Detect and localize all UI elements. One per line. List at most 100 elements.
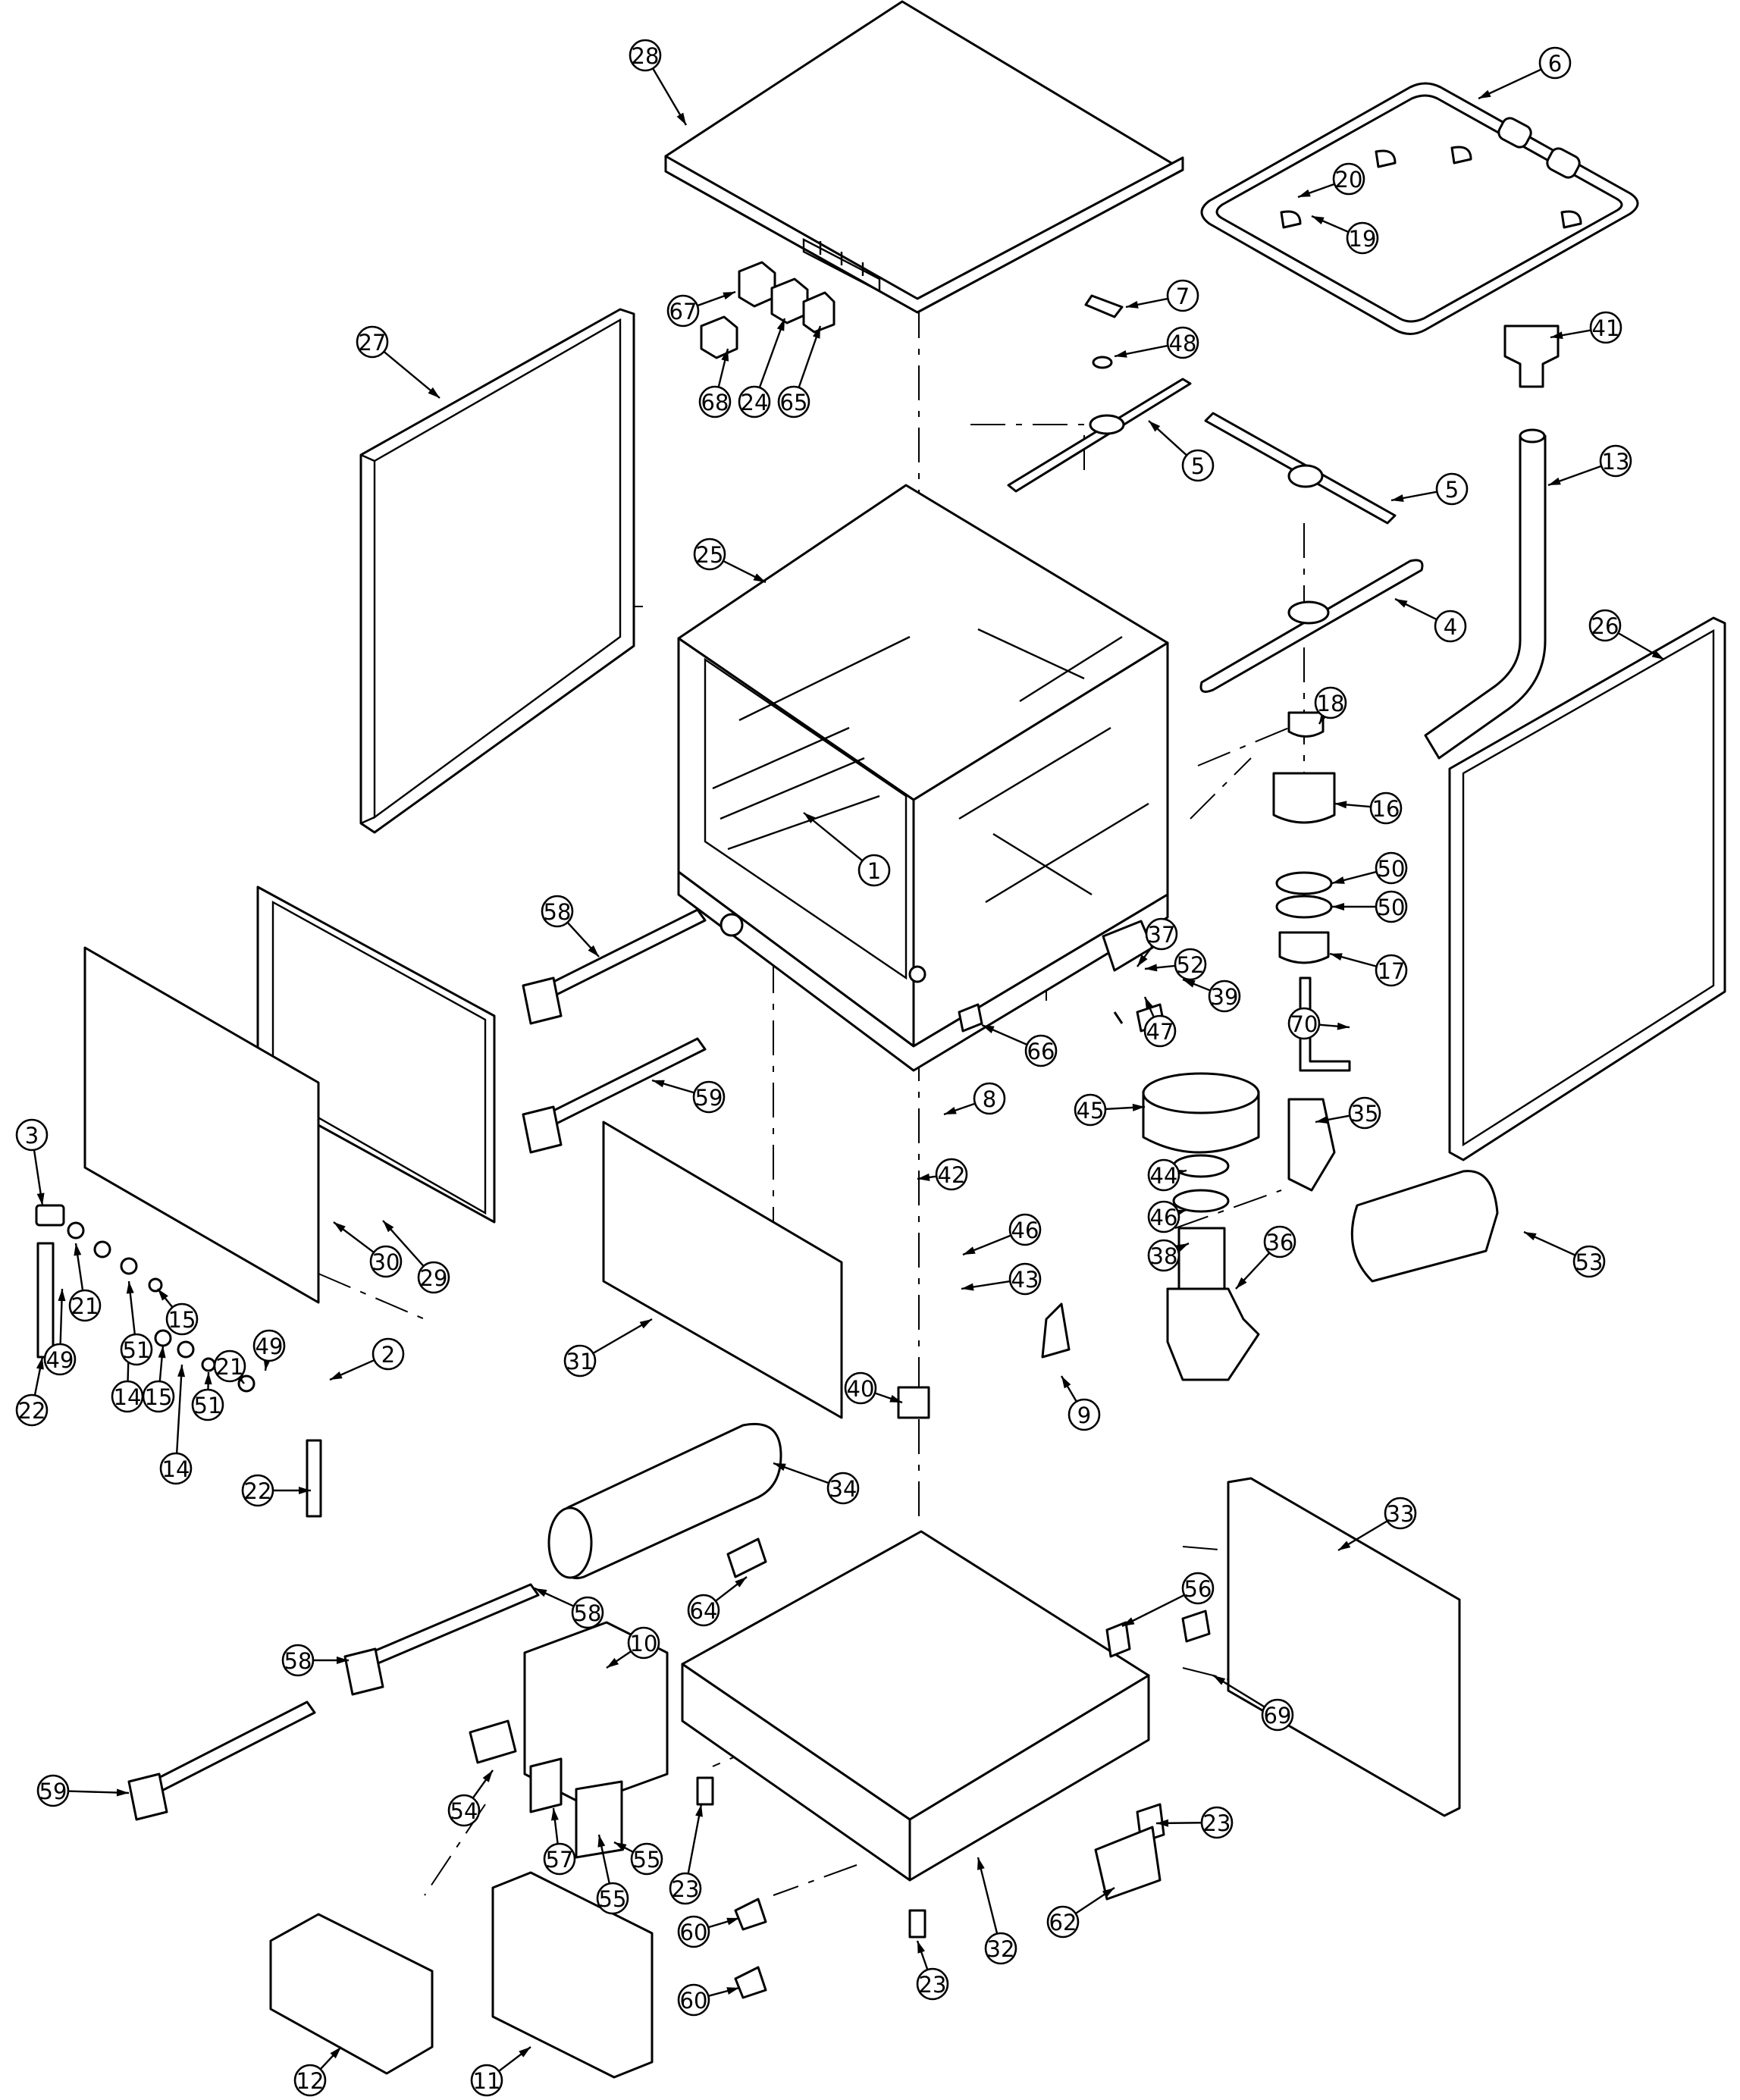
leader-arrowhead xyxy=(1183,979,1196,988)
callout-circle xyxy=(165,1302,199,1336)
part-callout: 46 xyxy=(1147,1200,1180,1233)
part-number-label: 3 xyxy=(25,1123,39,1149)
leader-arrowhead xyxy=(36,1357,44,1370)
part-number-label: 27 xyxy=(359,330,387,356)
part-number-label: 60 xyxy=(680,1920,708,1945)
part-number-label: 23 xyxy=(919,1972,947,1998)
leader-arrowhead xyxy=(812,326,820,339)
part-number-label: 14 xyxy=(162,1456,190,1482)
leader-arrowhead xyxy=(383,1221,394,1233)
part-number-label: 4 xyxy=(1444,614,1457,640)
leader-arrowhead xyxy=(1149,421,1161,432)
callout-circle xyxy=(470,2064,503,2097)
callout-circle xyxy=(543,1842,576,1876)
part-callout: 15 xyxy=(165,1302,199,1336)
callout-circle xyxy=(692,1080,726,1114)
callout-circle xyxy=(213,1349,246,1383)
leader-arrowhead xyxy=(982,1025,995,1033)
leader-arrowhead xyxy=(963,1246,976,1255)
part-callout: 68 xyxy=(698,385,732,418)
part-callout: 58 xyxy=(541,895,574,928)
part-number-label: 53 xyxy=(1575,1249,1604,1275)
part-number-label: 32 xyxy=(987,1936,1015,1962)
heating-elements xyxy=(127,908,707,1821)
leader-arrowhead xyxy=(126,1281,134,1294)
callout-circle xyxy=(1261,1698,1294,1732)
callout-circle xyxy=(571,1596,604,1629)
callout-circle xyxy=(1375,890,1408,923)
callout-circle xyxy=(281,1644,315,1677)
callout-circle xyxy=(241,1474,274,1507)
part-number-label: 49 xyxy=(46,1347,74,1373)
leader-arrowhead xyxy=(204,1372,212,1385)
wash-motor xyxy=(1102,920,1499,1381)
part-number-label: 59 xyxy=(39,1779,67,1804)
part-callout: 38 xyxy=(1147,1239,1180,1272)
callout-circle xyxy=(687,1594,720,1627)
leader-arrowhead xyxy=(1145,997,1154,1010)
leader-arrowhead xyxy=(1145,964,1158,972)
main-cabinet xyxy=(677,484,1169,1072)
leader-arrowhead xyxy=(889,1395,902,1403)
callout-circle xyxy=(372,1337,405,1371)
leader-arrowhead xyxy=(158,1346,166,1359)
leader-arrowhead xyxy=(639,1319,652,1329)
leader-line xyxy=(175,1364,183,1454)
part-number-label: 18 xyxy=(1317,691,1345,716)
part-number-label: 7 xyxy=(1176,284,1190,309)
part-callout: 39 xyxy=(1208,979,1241,1013)
callout-leaders xyxy=(33,67,1665,2072)
leader-arrowhead xyxy=(721,349,729,362)
callout-circle xyxy=(1068,1398,1101,1431)
callout-circle xyxy=(68,1289,102,1322)
part-number-label: 50 xyxy=(1378,856,1406,882)
callout-circle xyxy=(1348,1096,1381,1130)
part-number-label: 38 xyxy=(1150,1243,1178,1269)
callout-circle xyxy=(191,1388,224,1421)
part-number-label: 30 xyxy=(372,1249,400,1275)
part-number-label: 52 xyxy=(1177,952,1205,978)
part-callout: 49 xyxy=(43,1343,77,1376)
part-callout: 23 xyxy=(916,1967,949,2001)
part-callout: 57 xyxy=(543,1842,576,1876)
leader-line xyxy=(758,318,786,388)
callout-circle xyxy=(1346,221,1379,255)
leader-arrowhead xyxy=(428,387,440,398)
part-number-label: 14 xyxy=(114,1384,142,1410)
callout-circle xyxy=(669,1872,702,1905)
callout-circle xyxy=(666,294,700,328)
part-callout: 54 xyxy=(447,1794,481,1827)
part-number-label: 57 xyxy=(546,1847,574,1873)
part-callout: 32 xyxy=(984,1932,1017,1965)
leader-arrowhead xyxy=(1332,903,1344,911)
part-number-label: 35 xyxy=(1351,1101,1379,1127)
part-number-label: 54 xyxy=(450,1798,478,1824)
leader-arrowhead xyxy=(1312,216,1325,224)
callout-circle xyxy=(1375,851,1408,885)
part-number-label: 68 xyxy=(701,390,729,415)
part-callout: 36 xyxy=(1263,1225,1296,1258)
callout-circle xyxy=(369,1245,403,1278)
leader-line xyxy=(803,812,864,862)
leader-arrowhead xyxy=(1126,300,1139,309)
part-number-label: 58 xyxy=(544,899,572,925)
part-number-label: 21 xyxy=(216,1354,244,1380)
callout-circle xyxy=(356,325,389,359)
leader-arrowhead xyxy=(1334,801,1347,809)
part-number-label: 65 xyxy=(780,390,808,415)
callout-circle xyxy=(15,1393,49,1427)
callout-circle xyxy=(698,385,732,418)
part-callout: 1 xyxy=(857,854,891,887)
leader-line xyxy=(977,1857,999,1934)
callout-circle xyxy=(1287,1007,1321,1040)
callout-circle xyxy=(596,1882,629,1915)
leader-arrowhead xyxy=(1391,494,1404,502)
part-number-label: 8 xyxy=(983,1086,996,1112)
part-callout: 16 xyxy=(1369,791,1403,825)
callout-circle xyxy=(1074,1093,1107,1127)
part-number-label: 45 xyxy=(1077,1098,1105,1124)
part-number-label: 21 xyxy=(71,1293,99,1319)
callout-circle xyxy=(252,1329,286,1362)
part-number-label: 25 xyxy=(696,542,724,568)
leader-arrowhead xyxy=(58,1289,66,1302)
